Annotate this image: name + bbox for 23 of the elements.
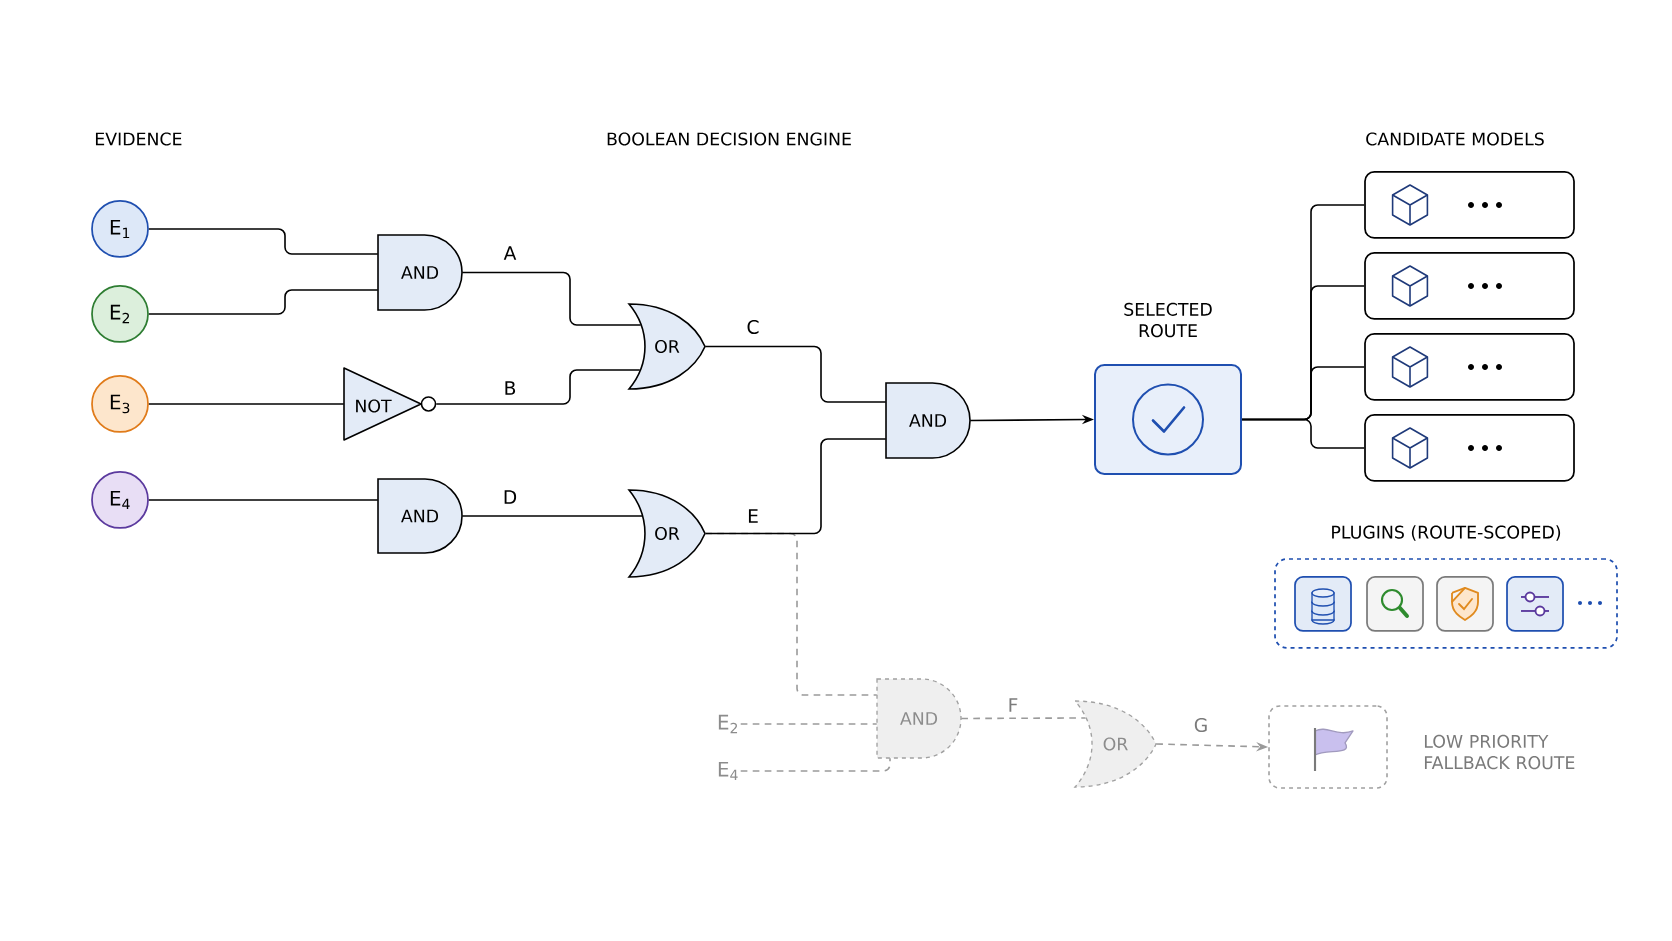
fallback-note: LOW PRIORITY FALLBACK ROUTE: [1424, 734, 1575, 770]
not-gate: NOT: [343, 367, 437, 441]
and-gate: AND: [377, 234, 463, 311]
and-gate: AND: [876, 678, 962, 759]
edge-label: B: [501, 379, 519, 397]
edge-label: D: [500, 488, 520, 506]
input-label: E$_{2}$: [718, 714, 738, 734]
and-gate: AND: [377, 478, 463, 554]
edge-label: E: [745, 507, 761, 525]
or-gate: OR: [1074, 700, 1157, 788]
heading: CANDIDATE MODELS: [1366, 132, 1544, 146]
heading: EVIDENCE: [95, 132, 182, 146]
heading: PLUGINS (ROUTE-SCOPED): [1332, 525, 1561, 541]
or-gate: OR: [628, 489, 706, 578]
edge-label: C: [744, 317, 762, 337]
edge-label: A: [501, 244, 519, 262]
input-label: E$_{4}$: [718, 761, 738, 781]
and-gate: AND: [885, 382, 971, 459]
edge-label: F: [1005, 696, 1021, 714]
heading: BOOLEAN DECISION ENGINE: [607, 132, 851, 146]
heading: SELECTED ROUTE: [1124, 302, 1212, 338]
or-gate: OR: [628, 303, 706, 390]
edge-label: G: [1191, 715, 1211, 735]
